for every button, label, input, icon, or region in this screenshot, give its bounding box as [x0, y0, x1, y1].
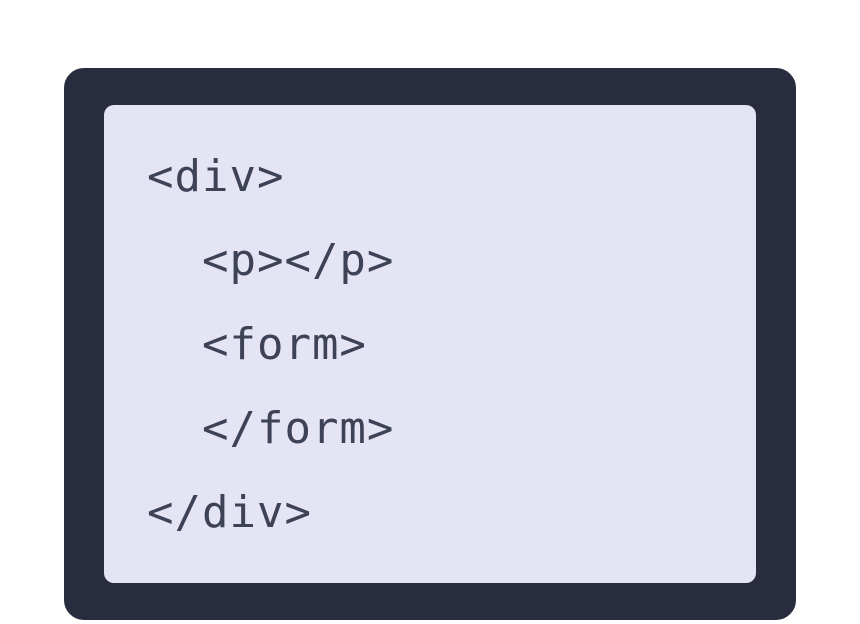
- code-card: <div> <p></p> <form> </form> </div>: [62, 66, 798, 622]
- code-line: <form>: [147, 319, 367, 370]
- code-line: </div>: [147, 487, 312, 538]
- code-line: </form>: [147, 403, 395, 454]
- code-panel: <div> <p></p> <form> </form> </div>: [104, 105, 756, 583]
- code-line: <div>: [147, 151, 285, 202]
- code-line: <p></p>: [147, 235, 395, 286]
